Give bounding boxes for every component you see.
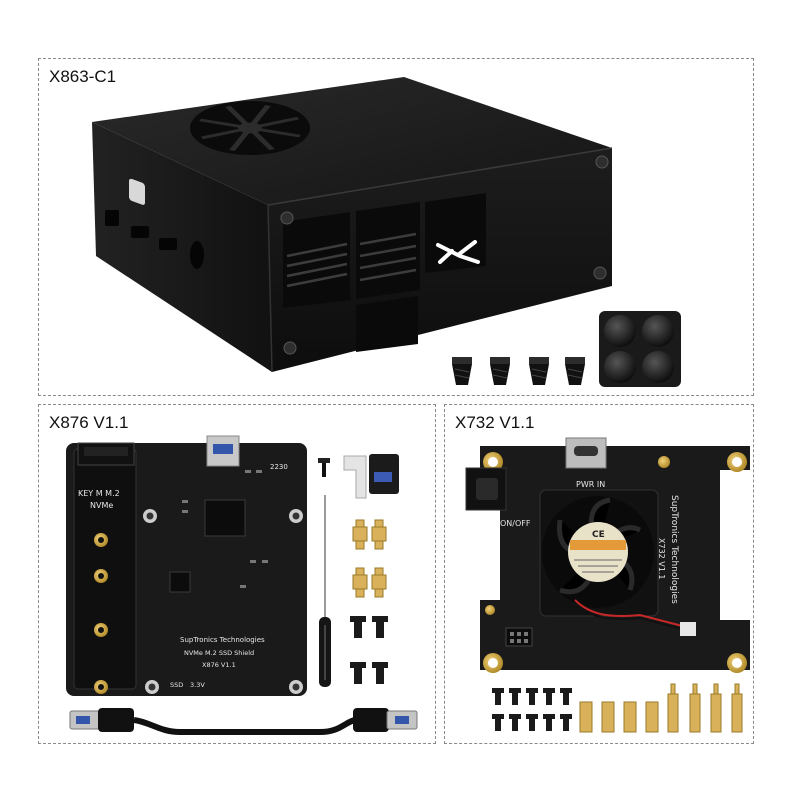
brass-standoffs xyxy=(352,519,387,598)
power-standoffs xyxy=(579,683,743,733)
case-panel-title: X863-C1 xyxy=(49,67,117,86)
size-mark: 2230 xyxy=(270,463,288,471)
switch-label: ON/OFF xyxy=(500,519,531,528)
ssd-maker: SupTronics Technologies xyxy=(180,636,265,644)
fan-vent xyxy=(190,101,310,155)
ssd-shield-board: KEY M M.2 NVMe 2230 SupTronics Technolog… xyxy=(66,435,307,696)
volt-mark: 3.3V xyxy=(190,681,205,689)
power-screws xyxy=(492,688,572,731)
metal-case xyxy=(92,77,613,373)
m2-slot-label: KEY M M.2 xyxy=(78,489,120,498)
case-panel: X863-C1 xyxy=(38,58,754,396)
ssd-product: NVMe M.2 SSD Shield xyxy=(184,649,254,657)
nvme-label: NVMe xyxy=(90,501,113,510)
small-screw xyxy=(318,458,330,477)
power-panel-title: X732 V1.1 xyxy=(455,413,535,432)
power-panel: X732 V1.1 xyxy=(444,404,754,744)
pwr-in-label: PWR IN xyxy=(576,480,605,489)
case-screws xyxy=(452,357,585,385)
ssd-screws xyxy=(350,616,388,684)
ssd-panel: X876 V1.1 xyxy=(38,404,436,744)
usb-cable xyxy=(69,708,418,735)
ssd-latch xyxy=(343,454,399,499)
ssd-panel-title: X876 V1.1 xyxy=(49,413,129,432)
x-logo xyxy=(436,240,480,264)
ssd-model: X876 V1.1 xyxy=(202,661,236,669)
screwdriver xyxy=(319,495,331,687)
power-model: X732 V1.1 xyxy=(657,538,666,580)
ssd-mark: SSD xyxy=(170,681,183,689)
power-maker: SupTronics Technologies xyxy=(669,495,679,604)
rubber-feet xyxy=(599,311,681,387)
fan-ce-mark: CE xyxy=(592,530,605,540)
power-board: PWR IN ON/OFF CE SupTronics Technologies… xyxy=(465,437,750,673)
